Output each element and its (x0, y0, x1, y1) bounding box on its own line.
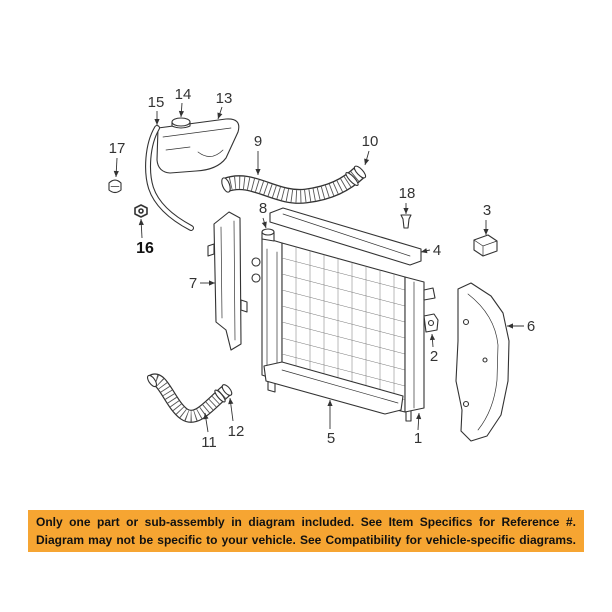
callout-6: 6 (527, 318, 535, 335)
right-deflector-hole-lower (462, 400, 470, 408)
callout-5: 5 (327, 430, 335, 447)
disclaimer-line-2: Diagram may not be specific to your vehi… (36, 533, 576, 547)
right-deflector-panel (455, 282, 510, 442)
left-deflector-flanges (220, 220, 236, 341)
leader-lines (113, 102, 524, 433)
callout-13: 13 (216, 90, 233, 107)
left-deflector-panel (213, 211, 242, 351)
leader-7-arrowhead (209, 280, 215, 286)
reservoir-molding-lines (162, 127, 232, 157)
drain-cock-knob (427, 319, 435, 327)
upper-hose-left-end (221, 177, 231, 193)
leader-11-arrowhead (203, 413, 209, 420)
callout-8: 8 (259, 200, 267, 217)
right-deflector-flange (467, 293, 499, 431)
callout-9: 9 (254, 133, 262, 150)
leader-6-arrowhead (507, 323, 513, 329)
lower-radiator-hose (146, 373, 233, 423)
right-air-deflector (455, 282, 510, 442)
callout-17: 17 (109, 140, 126, 157)
callout-10: 10 (362, 133, 379, 150)
leader-10-arrowhead (364, 158, 370, 165)
leader-18-arrowhead (403, 208, 409, 214)
left-deflector-tab-lower (240, 299, 248, 313)
mounting-bolt-center (138, 208, 144, 214)
leader-14-arrowhead (178, 110, 185, 117)
filler-neck-top (261, 228, 275, 236)
callout-4: 4 (433, 242, 441, 259)
bracket-edges (473, 239, 498, 257)
leader-8-arrowhead (261, 221, 267, 228)
upper-radiator-seal (269, 207, 422, 266)
overflow-hose-body (146, 126, 193, 230)
lower-deflector-center-line (281, 369, 399, 404)
hose-clip (108, 179, 122, 194)
lower-hose-clamp-band (214, 389, 226, 403)
reservoir-body (156, 118, 240, 174)
leader-15-arrowhead (154, 119, 160, 125)
push-pin (400, 214, 412, 229)
bracket (473, 234, 498, 257)
callout-11: 11 (201, 434, 217, 451)
reservoir-cap-top (171, 117, 191, 127)
right-deflector-hole-middle (482, 357, 488, 363)
lower-air-deflector (263, 361, 404, 415)
upper-hose-right-end (353, 165, 367, 179)
filler-neck (261, 228, 275, 242)
diagram-disclaimer-banner: Only one part or sub-assembly in diagram… (28, 510, 584, 552)
leader-4-arrowhead (421, 248, 428, 254)
callout-16: 16 (136, 240, 154, 257)
bracket-body (473, 234, 498, 257)
left-mount-pin-upper (251, 257, 261, 267)
upper-hose-body (223, 167, 365, 203)
right-deflector-hole-upper (462, 318, 470, 326)
coolant-reservoir (156, 118, 240, 174)
upper-radiator-hose (221, 165, 367, 204)
callout-3: 3 (483, 202, 491, 219)
callout-2: 2 (430, 348, 438, 365)
callout-15: 15 (148, 94, 165, 111)
callout-7: 7 (189, 275, 197, 292)
callout-1: 1 (414, 430, 422, 447)
radiator-outlet-fitting (423, 287, 436, 301)
radiator-parts-diagram: 1 2 3 4 5 6 7 8 9 10 11 12 13 14 15 16 1… (108, 86, 536, 451)
leader-12-arrowhead (228, 398, 234, 405)
leader-5-arrowhead (327, 400, 333, 406)
radiator (251, 228, 436, 422)
callout-labels: 1 2 3 4 5 6 7 8 9 10 11 12 13 14 15 16 1… (109, 86, 536, 451)
radiator-left-tank (261, 236, 283, 383)
left-air-deflector (207, 211, 248, 351)
reservoir-cap (171, 117, 191, 129)
callout-12: 12 (228, 423, 245, 440)
lower-hose-left-end (146, 374, 158, 388)
upper-seal-center-line (282, 213, 411, 257)
left-tank-ribs (266, 248, 278, 378)
leader-2-arrowhead (429, 334, 436, 341)
mounting-bolt (134, 204, 148, 218)
lower-hose-right-end (221, 384, 233, 396)
radiator-core-fins (281, 246, 406, 410)
upper-hose-clamp-band (345, 172, 359, 186)
drain-cock (423, 313, 439, 333)
lower-hose-body (148, 374, 231, 422)
overflow-hose (145, 125, 194, 231)
disclaimer-line-1: Only one part or sub-assembly in diagram… (36, 515, 576, 529)
left-mount-pin-lower (251, 273, 261, 283)
leader-17-arrowhead (113, 170, 119, 177)
leader-13-arrowhead (217, 112, 223, 119)
left-deflector-tab-upper (207, 243, 215, 257)
callout-14: 14 (175, 86, 192, 103)
leader-3-arrowhead (483, 229, 489, 235)
callout-18: 18 (399, 185, 416, 202)
radiator-right-tank (404, 276, 425, 413)
leader-9-arrowhead (255, 169, 261, 175)
leader-1-arrowhead (416, 413, 422, 420)
leader-16-arrowhead (138, 219, 144, 226)
